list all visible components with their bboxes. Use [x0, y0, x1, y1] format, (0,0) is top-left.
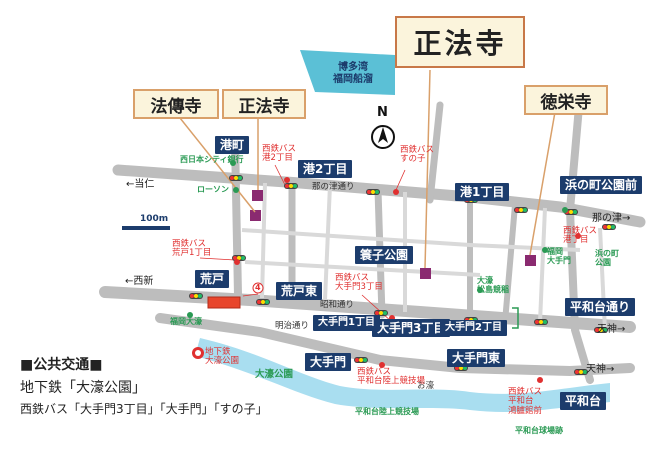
road-s5 [538, 207, 547, 323]
temple-marker-hodenji[interactable] [250, 210, 261, 221]
road-s2 [244, 260, 481, 277]
leader-bus-minato2 [274, 164, 286, 186]
landmark-heiwadai-kyogijo: 平和台陸上競技場 [355, 407, 419, 416]
bus-label-sunoko: 西鉄バス すの子 [400, 145, 435, 165]
road-v7 [426, 101, 444, 204]
road-v5 [565, 91, 594, 384]
temple-label-tokueiji[interactable]: 徳栄寺 [524, 85, 608, 115]
stn-ote1[interactable]: 大手門1丁目 [313, 315, 380, 331]
compass-north-label: N [377, 105, 388, 120]
road-v6 [502, 202, 518, 325]
landmark-fukuoka-ohori: 福岡大濠 [170, 317, 202, 326]
subway-symbol [192, 347, 204, 359]
road-dir-tenjin2: 天神→ [586, 364, 615, 375]
bus-label-minato-right: 西鉄バス 港丁目 [563, 226, 598, 246]
green-bracket [512, 307, 519, 329]
landmark-hamanomachi-park: 浜の町 公園 [595, 249, 619, 267]
leader-shoboji-main [424, 69, 431, 269]
temple-label-shoboji[interactable]: 正法寺 [222, 89, 306, 119]
leader-hodenji [179, 117, 256, 213]
leader-tokueiji [529, 111, 556, 256]
stn-ote2[interactable]: 大手門2丁目 [440, 320, 507, 336]
stn-minato2[interactable]: 港2丁目 [298, 160, 353, 178]
stn-otemonhigashi[interactable]: 大手門東 [447, 349, 506, 367]
stn-mikasa[interactable]: 簑子公園 [355, 246, 414, 264]
road-dir-nishishin: ←西新 [125, 276, 154, 287]
road-s7 [260, 182, 267, 299]
road-name-showa: 昭和通り [320, 300, 355, 310]
landmark-nishinippon: 西日本シティ銀行 [180, 155, 244, 164]
legend-title: ■公共交通■ [20, 357, 103, 373]
bay-water [300, 50, 395, 95]
subway-station-block [207, 296, 241, 309]
temple-label-shoboji-main[interactable]: 正法寺 [395, 16, 525, 68]
arato-callout [242, 282, 264, 297]
temple-marker-shoboji[interactable] [252, 190, 263, 201]
leader-bus-arato1 [199, 257, 236, 261]
bus-label-minato2: 西鉄バス 港2丁目 [262, 144, 297, 164]
road-dir-tenjin1: 天神→ [597, 324, 626, 335]
scale-bar [122, 226, 170, 230]
road-dir-nonotsu: 那の津→ [592, 213, 631, 224]
stn-ote3[interactable]: 大手門3丁目 [372, 319, 451, 337]
compass [371, 125, 395, 149]
road-s3 [323, 184, 332, 301]
road-name-meiji: 明治通り [275, 321, 310, 331]
road-name-nonotsu: 那の津通り [312, 182, 355, 192]
landmark-lawson: ローソン [197, 185, 229, 194]
stn-otemon[interactable]: 大手門 [305, 353, 352, 371]
landmark-dots [187, 160, 568, 318]
road-v1 [231, 136, 242, 299]
road-name-ohori: お濠 [417, 381, 435, 391]
arato-callout-number: 4 [255, 283, 261, 292]
scale-label: 100m [140, 214, 169, 224]
stn-hamanomachi[interactable]: 浜の町公園前 [560, 176, 643, 194]
leader-bus-ote3 [361, 294, 393, 323]
temple-marker-tokueiji[interactable] [525, 255, 536, 266]
legend-line2: 西鉄バス「大手門3丁目」「大手門」「すの子」 [20, 402, 268, 416]
bus-label-heiwadai-kyogijo: 西鉄バス 平和台陸上競技場 [357, 367, 426, 387]
landmark-stadium: 平和台球場跡 [515, 426, 563, 435]
landmark-school-right: 福岡 大手門 [547, 247, 571, 265]
temple-marker-shoboji-main[interactable] [420, 268, 431, 279]
stn-arato[interactable]: 荒戸 [195, 270, 230, 288]
ohori-park-label: 大濠公園 [255, 369, 294, 380]
stn-heiwadai[interactable]: 平和台 [560, 392, 607, 410]
bus-stop-markers [234, 177, 581, 383]
landmark-subway: 地下鉄 大濠公園 [205, 347, 240, 367]
road-dir-atogaku: ←当仁 [126, 179, 155, 190]
stn-minatomachi[interactable]: 港町 [215, 136, 250, 154]
stn-minato1[interactable]: 港1丁目 [455, 183, 510, 201]
landmark-school-center: 大濠 松島競稲 [477, 276, 509, 294]
leader-bus-sunoko [395, 169, 406, 191]
bay-label: 博多湾 福岡船溜 [333, 62, 373, 85]
temple-label-hodenji[interactable]: 法傳寺 [133, 89, 219, 119]
bus-label-ote3: 西鉄バス 大手門3丁目 [335, 273, 383, 293]
bus-label-arato1: 西鉄バス 荒戸1丁目 [172, 239, 212, 259]
bus-label-heiwadai-ekimae: 西鉄バス 平和台 鴻臚館前 [508, 387, 543, 416]
stn-aratohigashi[interactable]: 荒戸東 [276, 282, 323, 300]
stn-heiwadai-dori[interactable]: 平和台通り [565, 298, 636, 316]
legend-line1: 地下鉄「大濠公園」 [20, 380, 146, 396]
